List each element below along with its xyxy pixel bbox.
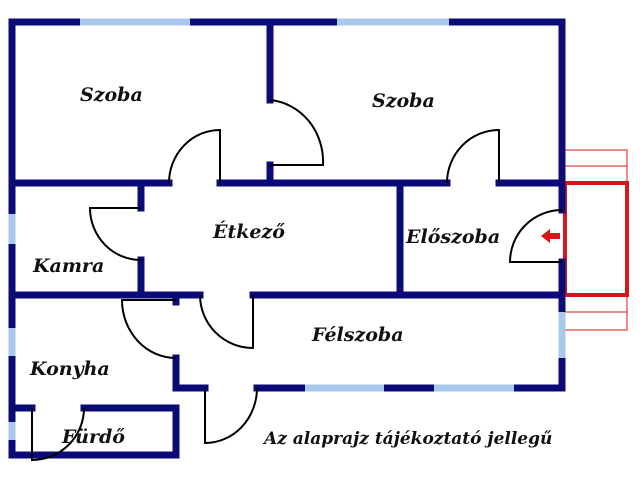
room-label-etkezo: Étkező <box>212 220 285 243</box>
door-etkezo-szoba <box>168 128 221 184</box>
entrance-landing <box>563 181 629 297</box>
room-label-konyha: Konyha <box>29 358 110 380</box>
room-label-szoba-right: Szoba <box>372 90 435 112</box>
entrance-arrow-icon <box>541 229 560 243</box>
room-label-szoba-left: Szoba <box>80 84 143 106</box>
door-eloszoba-szoba <box>446 128 500 184</box>
walls <box>8 18 566 459</box>
room-label-furdo: Fürdő <box>61 426 125 448</box>
room-label-felszoba: Félszoba <box>311 324 404 346</box>
door-konyha <box>120 299 177 359</box>
door-furdo <box>31 407 85 462</box>
entrance-steps <box>541 149 629 331</box>
door-szoba <box>269 99 325 166</box>
door-kamra <box>88 207 142 261</box>
doors <box>31 99 563 462</box>
room-label-kamra: Kamra <box>32 255 104 277</box>
disclaimer-caption: Az alaprajz tájékoztató jellegű <box>262 429 552 449</box>
door-entrance <box>508 209 563 263</box>
room-label-eloszoba: Előszoba <box>405 226 500 248</box>
windows <box>8 18 566 440</box>
door-felszoba-top <box>199 294 254 350</box>
door-felszoba-bottom <box>204 387 258 445</box>
